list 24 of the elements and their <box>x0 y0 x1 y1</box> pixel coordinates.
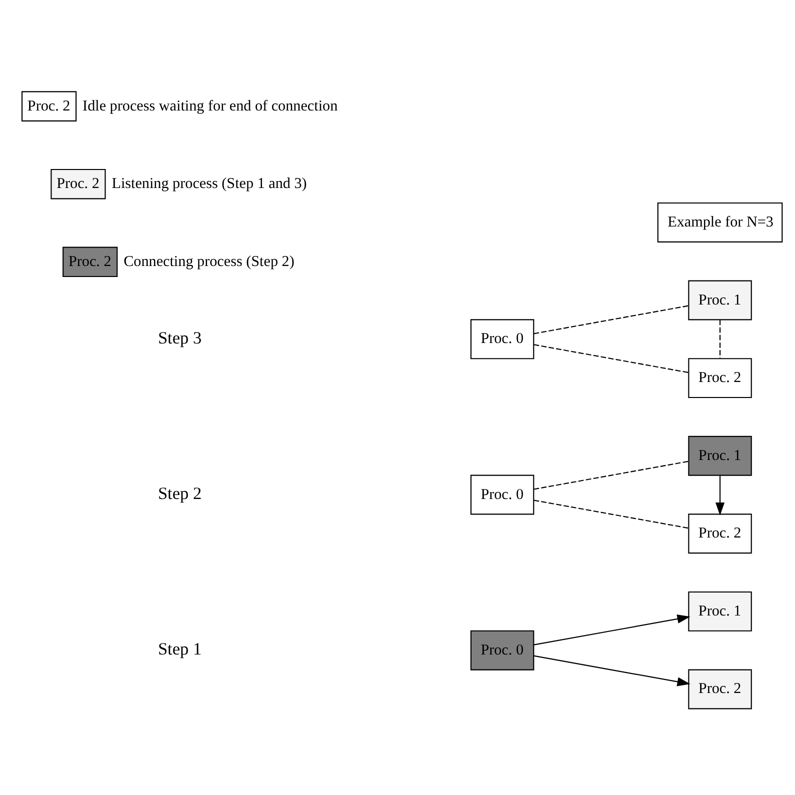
node-box: Proc. 2 <box>688 669 752 710</box>
node-box: Proc. 1 <box>688 591 752 632</box>
node-label: Listening process (Step 1 and 3) <box>112 176 307 192</box>
node-label: Connecting process (Step 2) <box>124 254 294 270</box>
node-box: Proc. 1 <box>688 280 752 320</box>
arrow <box>534 655 690 686</box>
arrow <box>715 475 725 516</box>
arrow <box>534 614 690 646</box>
node-box: Proc. 0 <box>470 474 534 515</box>
node-label: Idle process waiting for end of connection <box>82 98 338 114</box>
connector <box>719 320 721 358</box>
label: Step 3 <box>158 328 202 348</box>
connector <box>534 500 689 529</box>
node-box: Proc. 0 <box>470 319 534 360</box>
node-box: Example for N=3 <box>657 202 783 242</box>
connector <box>534 344 689 374</box>
label: Step 1 <box>158 639 202 658</box>
label: Step 2 <box>158 484 202 503</box>
connector <box>534 305 689 334</box>
node-box: Proc. 1 <box>688 436 752 476</box>
node-box: Proc. 2 <box>688 514 752 554</box>
connector <box>534 460 689 490</box>
node-box: Proc. 2 <box>688 358 752 398</box>
node-box: Proc. 0 <box>470 630 534 670</box>
